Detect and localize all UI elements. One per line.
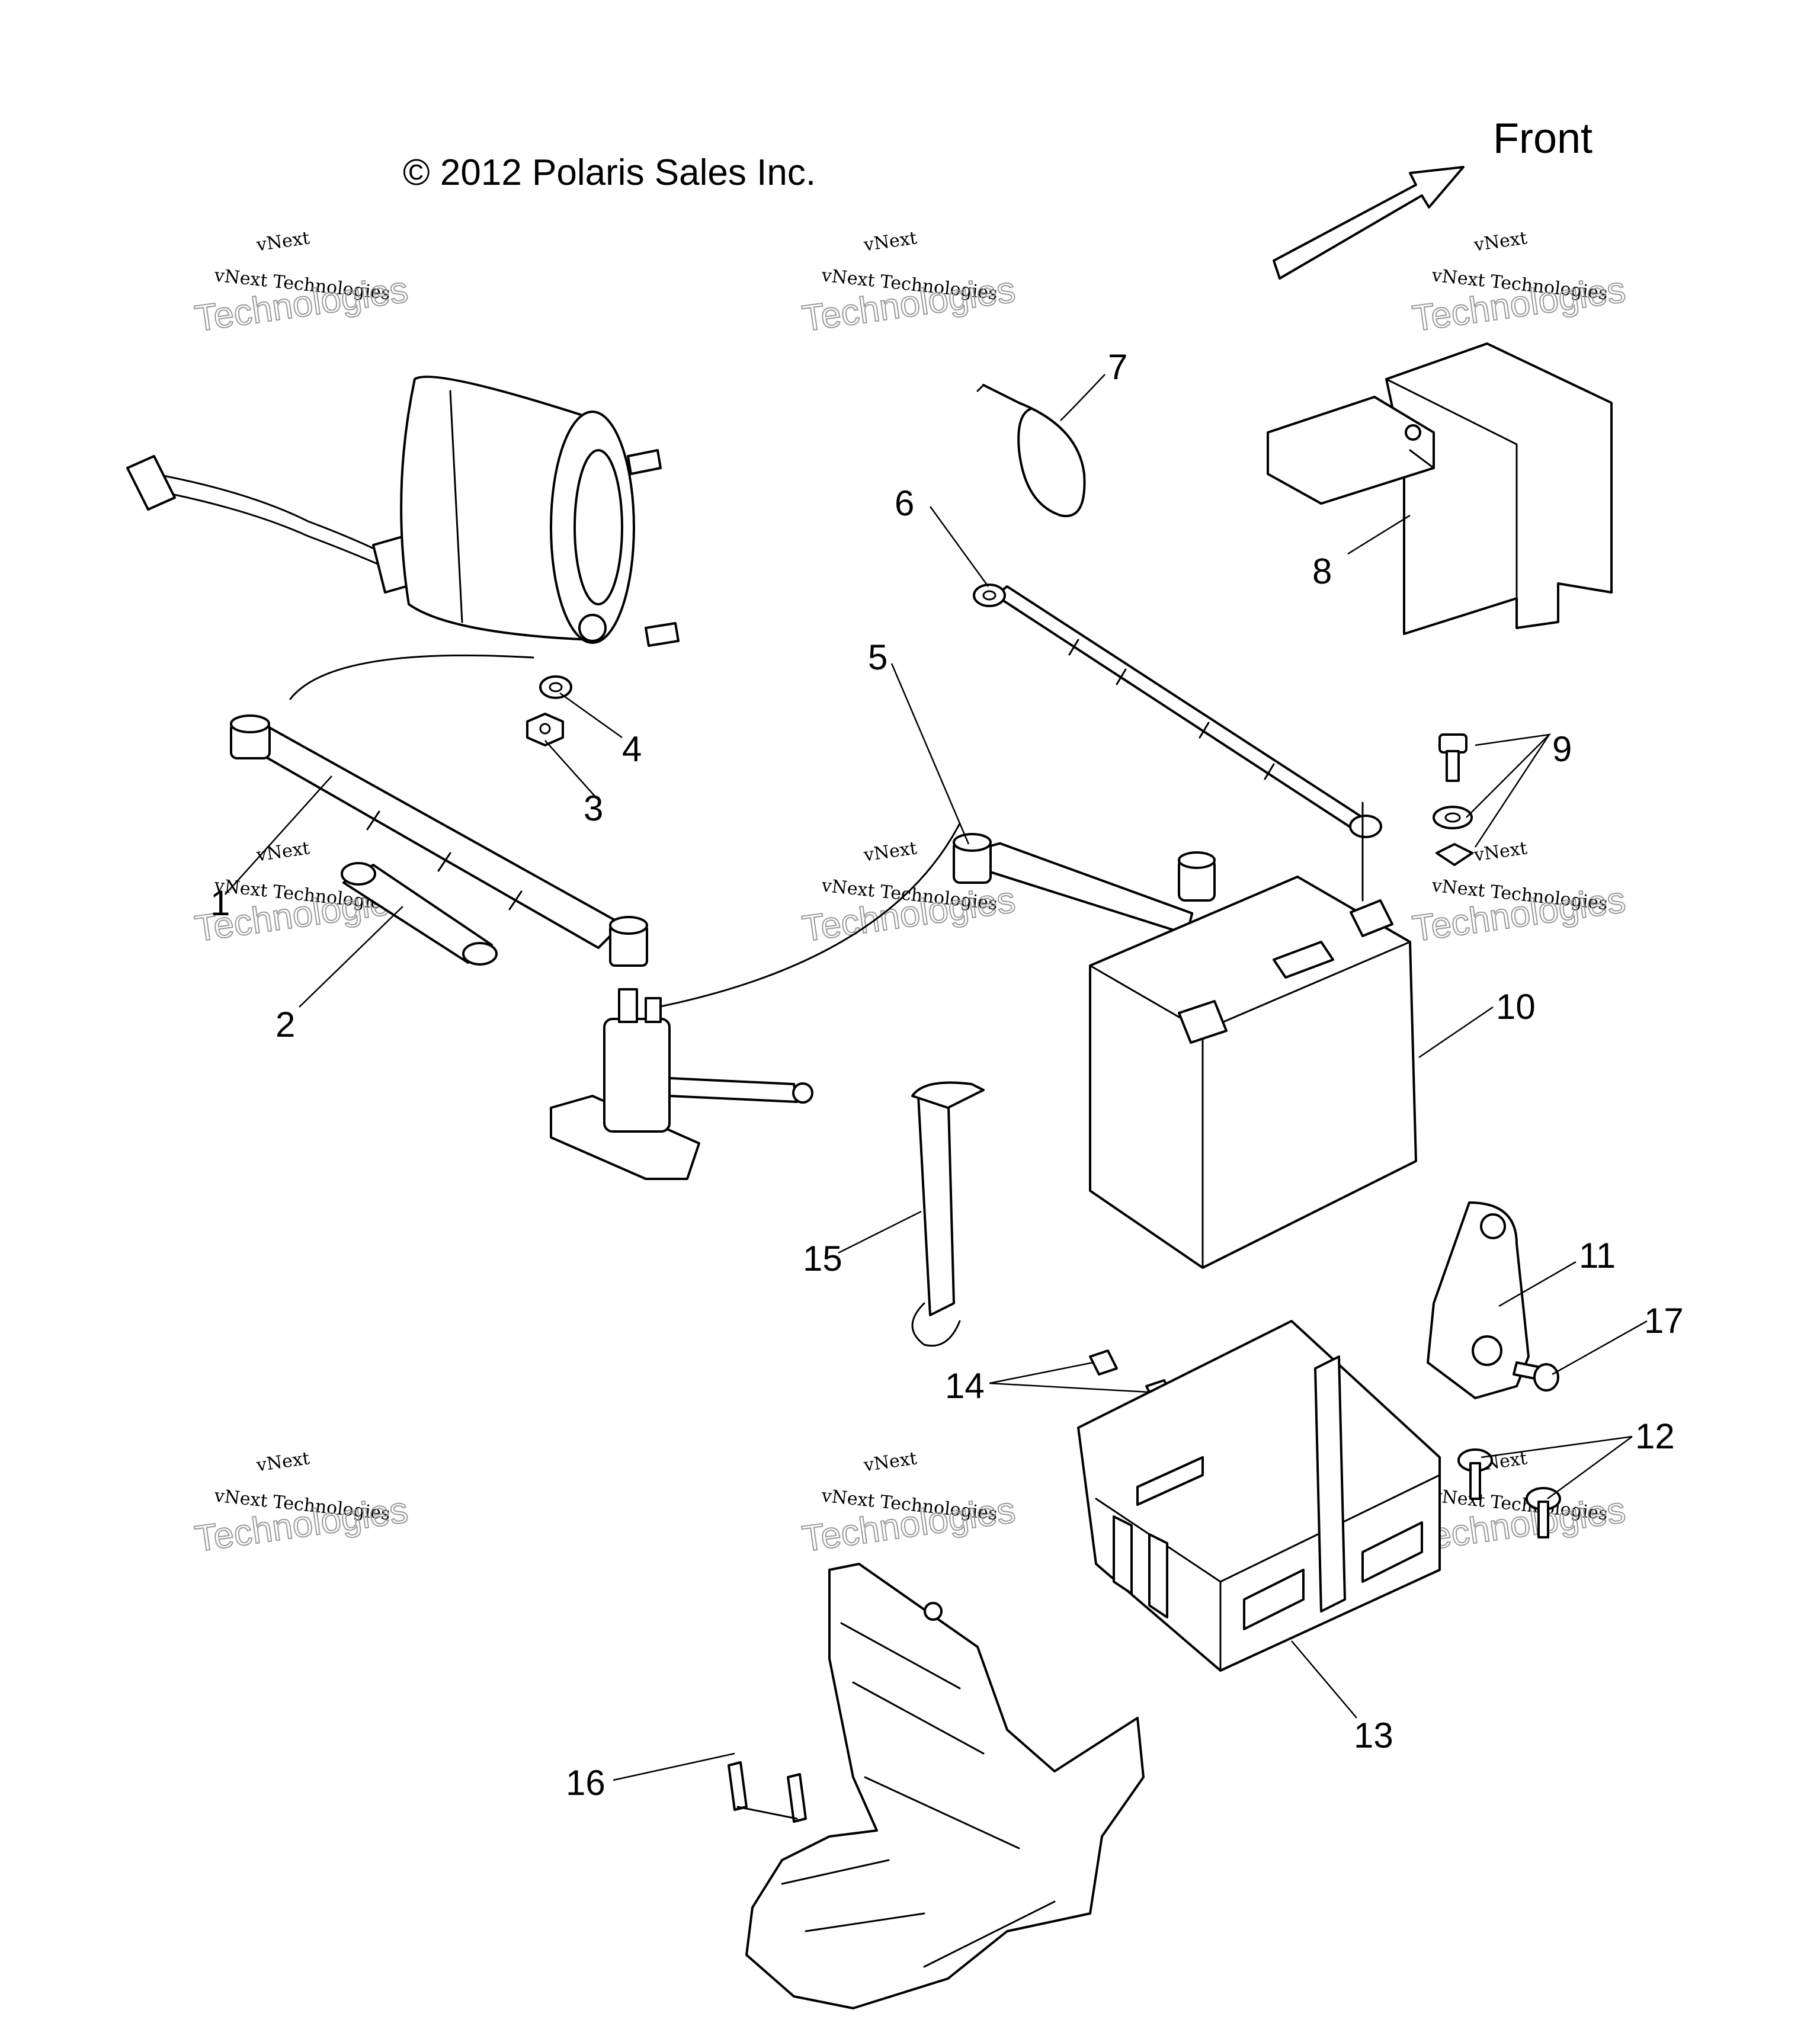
callout-16: 16 [566, 1763, 605, 1803]
watermark-top-right: vNext vNext Technologies Technologies [1409, 227, 1629, 340]
callout-14: 14 [945, 1366, 985, 1406]
leader-lines [225, 374, 1648, 1781]
battery-cover [1267, 342, 1613, 635]
svg-text:vNext: vNext [255, 227, 311, 255]
svg-text:vNext: vNext [1472, 227, 1529, 255]
front-label: Front [1493, 115, 1592, 162]
terminal-hardware [1433, 733, 1473, 866]
copyright-text: © 2012 Polaris Sales Inc. [403, 152, 816, 193]
skid-plate-clip [728, 1761, 807, 1823]
callout-6: 6 [895, 483, 914, 523]
battery-strap [911, 1081, 985, 1347]
starter-cable [230, 654, 648, 967]
svg-text:vNext: vNext [255, 1448, 311, 1476]
callout-4: 4 [622, 729, 642, 769]
screw-17 [1513, 1361, 1559, 1392]
callout-12: 12 [1635, 1416, 1675, 1456]
callout-2: 2 [275, 1005, 295, 1044]
battery [1089, 802, 1417, 1269]
svg-text:vNext: vNext [862, 1448, 918, 1476]
svg-text:vNext: vNext [1472, 838, 1529, 865]
callout-11: 11 [1579, 1236, 1616, 1275]
callout-17: 17 [1644, 1301, 1684, 1341]
nut [526, 713, 564, 746]
svg-text:vNext: vNext [862, 838, 918, 865]
callout-9: 9 [1552, 729, 1572, 769]
bracket [1427, 1201, 1530, 1399]
screw-12 [1457, 1448, 1561, 1538]
cable-tie [976, 384, 1086, 518]
callout-3: 3 [584, 788, 603, 828]
skid-plate [745, 1563, 1145, 2009]
callout-13: 13 [1354, 1716, 1393, 1755]
front-arrow [1273, 166, 1465, 280]
watermark-low-center: vNext vNext Technologies Technologies [799, 1448, 1018, 1560]
callout-8: 8 [1312, 552, 1332, 591]
solenoid [550, 822, 961, 1180]
battery-cable-negative [973, 584, 1382, 838]
battery-box [1077, 1320, 1441, 1672]
starter-motor [126, 376, 680, 647]
watermark-mid-right: vNext vNext Technologies Technologies [1409, 838, 1629, 950]
callout-1: 1 [210, 883, 230, 923]
watermark-low-left: vNext vNext Technologies Technologies [192, 1448, 411, 1560]
watermark-top-left: vNext vNext Technologies Technologies [192, 227, 411, 340]
washer [539, 675, 572, 699]
callout-5: 5 [868, 637, 887, 677]
svg-text:vNext: vNext [862, 227, 918, 255]
watermark-top-center: vNext vNext Technologies Technologies [799, 227, 1018, 340]
callout-15: 15 [803, 1239, 842, 1278]
callout-10: 10 [1496, 987, 1536, 1027]
battery-cable-positive [953, 833, 1216, 936]
callout-7: 7 [1108, 347, 1127, 387]
cable-boot [341, 862, 498, 966]
